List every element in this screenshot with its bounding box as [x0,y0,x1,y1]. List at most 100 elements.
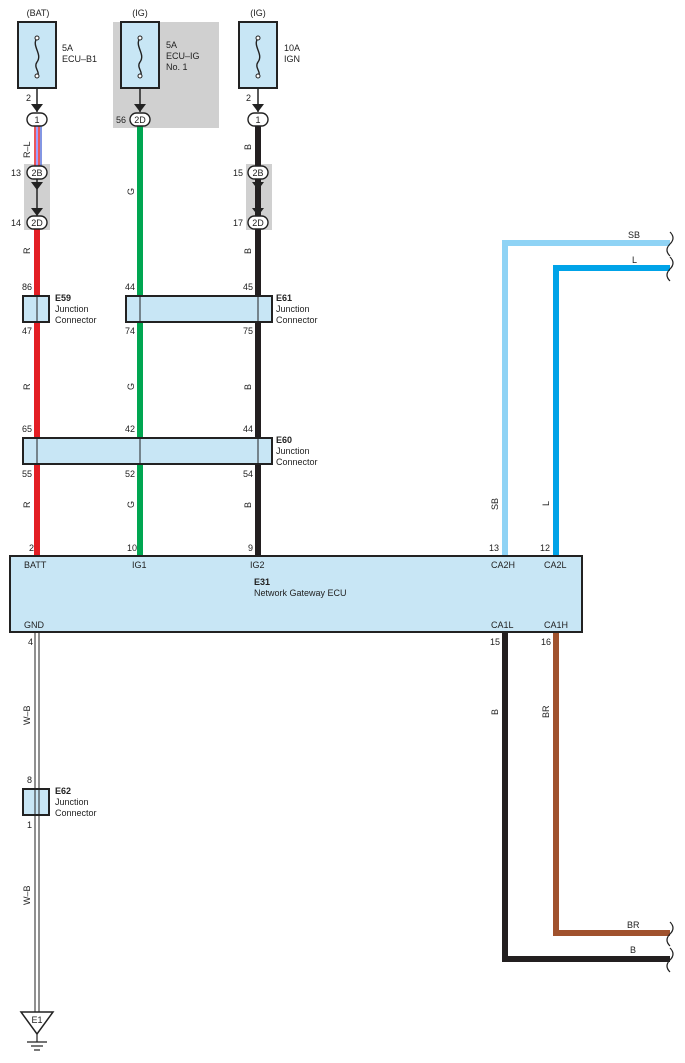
ecu-id: E31 [254,577,270,587]
label-br-horizontal: BR [627,920,640,930]
e59-id: E59 [55,293,71,303]
wire-break-marks [666,231,674,973]
ig1-fuse-pin: 56 [116,115,126,125]
label-r-2: R [22,383,32,390]
label-r-3: R [22,501,32,508]
ecu-pin-label-ig2: IG2 [250,560,265,570]
e59-name2: Connector [55,315,97,325]
ig1-fuse-name: ECU–IG [166,51,200,61]
ecu-pin-label-ig1: IG1 [132,560,147,570]
bat-source-label: (BAT) [27,8,50,18]
label-b-3: B [243,384,253,390]
e61-pin-b-out: 75 [243,326,253,336]
e61-id: E61 [276,293,292,303]
e60-pin-g-out: 52 [125,469,135,479]
e60-pin-r-in: 65 [22,424,32,434]
ig1-source-label: (IG) [132,8,148,18]
e60-name2: Connector [276,457,318,467]
wire-sb [502,240,670,556]
e62-id: E62 [55,786,71,796]
label-b-1: B [243,144,253,150]
ecu-pin-label-ca1l: CA1L [491,620,514,630]
e60-id: E60 [276,435,292,445]
conn-2d-right: 2D [252,218,264,228]
wire-ca1h-brown [553,632,670,936]
label-b-horizontal: B [630,945,636,955]
ecu-pin-label-ca1h: CA1H [544,620,568,630]
conn-1b: 1 [255,115,260,125]
label-g-3: G [126,501,136,508]
wire-l [553,265,670,556]
conn-2b-right: 2B [252,168,263,178]
conn-2d-left: 2D [31,218,43,228]
ecu-name: Network Gateway ECU [254,588,347,598]
junction-e60: 65 42 44 55 52 54 E60 Junction Connector [22,424,318,479]
ecu-pin-num-ca2h: 13 [489,543,499,553]
label-wb-2: W–B [22,885,32,905]
wire-labels: R–L R R R G G G B B B B SB L SB L B BR B… [22,141,640,955]
ig2-source-label: (IG) [250,8,266,18]
ecu-pin-num-ca1h: 16 [541,637,551,647]
fuse-ig1: (IG) 5A ECU–IG No. 1 [120,8,200,89]
fuse-bat: (BAT) 5A ECU–B1 [17,8,97,89]
label-b-ca1l: B [490,709,500,715]
junction-e59: 86 47 E59 Junction Connector [22,282,97,336]
e59-name1: Junction [55,304,89,314]
ecu-pin-num-gnd: 4 [28,637,33,647]
label-r-1: R [22,247,32,254]
conn-2d-top: 2D [134,115,146,125]
e59-pin-in: 86 [22,282,32,292]
e61-name2: Connector [276,315,318,325]
e61-pin-b-in: 45 [243,282,253,292]
label-sb-vertical: SB [490,498,500,510]
label-rl: R–L [22,141,32,158]
ground-e1: E1 [19,1011,55,1051]
pin-13: 13 [11,168,21,178]
ecu-pin-label-batt: BATT [24,560,47,570]
e62-pin-out: 1 [27,820,32,830]
ecu-pin-label-ca2l: CA2L [544,560,567,570]
wire-rl [34,126,42,166]
pin-15: 15 [233,168,243,178]
ground-label: E1 [31,1015,42,1025]
e59-pin-out: 47 [22,326,32,336]
label-br-vertical: BR [541,705,551,718]
fuse-ig2: (IG) 10A IGN [238,8,300,89]
e61-pin-g-out: 74 [125,326,135,336]
ig2-fuse-pin: 2 [246,93,251,103]
label-g-2: G [126,383,136,390]
ig2-fuse-name: IGN [284,54,300,64]
e62-pin-in: 8 [27,775,32,785]
ig2-fuse-amp: 10A [284,43,300,53]
ecu-pin-num-ca2l: 12 [540,543,550,553]
bat-fuse-pin: 2 [26,93,31,103]
ecu-pin-label-ca2h: CA2H [491,560,515,570]
conn-1a: 1 [34,115,39,125]
ecu-pin-label-gnd: GND [24,620,45,630]
pin-14: 14 [11,218,21,228]
junction-e62: 8 1 E62 Junction Connector [22,775,97,830]
ig1-fuse-amp: 5A [166,40,177,50]
label-b-4: B [243,502,253,508]
ecu-e31: 2 BATT 10 IG1 9 IG2 13 CA2H 12 CA2L E31 … [9,543,583,647]
connector-ovals: 1 2D 56 1 2B 13 2D 14 2B 15 2D 17 [11,112,269,230]
e61-pin-g-in: 44 [125,282,135,292]
e60-pin-g-in: 42 [125,424,135,434]
bat-fuse-amp: 5A [62,43,73,53]
pin-17: 17 [233,218,243,228]
label-wb-1: W–B [22,705,32,725]
e60-pin-r-out: 55 [22,469,32,479]
ig1-fuse-name2: No. 1 [166,62,188,72]
label-g-1: G [126,188,136,195]
e60-pin-b-in: 44 [243,424,253,434]
ecu-pin-num-ig2: 9 [248,543,253,553]
e60-pin-b-out: 54 [243,469,253,479]
junction-e61: 44 45 74 75 E61 Junction Connector [125,282,318,336]
wire-wb [34,632,40,1012]
bat-fuse-name: ECU–B1 [62,54,97,64]
ecu-pin-num-ig1: 10 [127,543,137,553]
ecu-pin-num-ca1l: 15 [490,637,500,647]
label-l-vertical: L [541,501,551,506]
e61-name1: Junction [276,304,310,314]
